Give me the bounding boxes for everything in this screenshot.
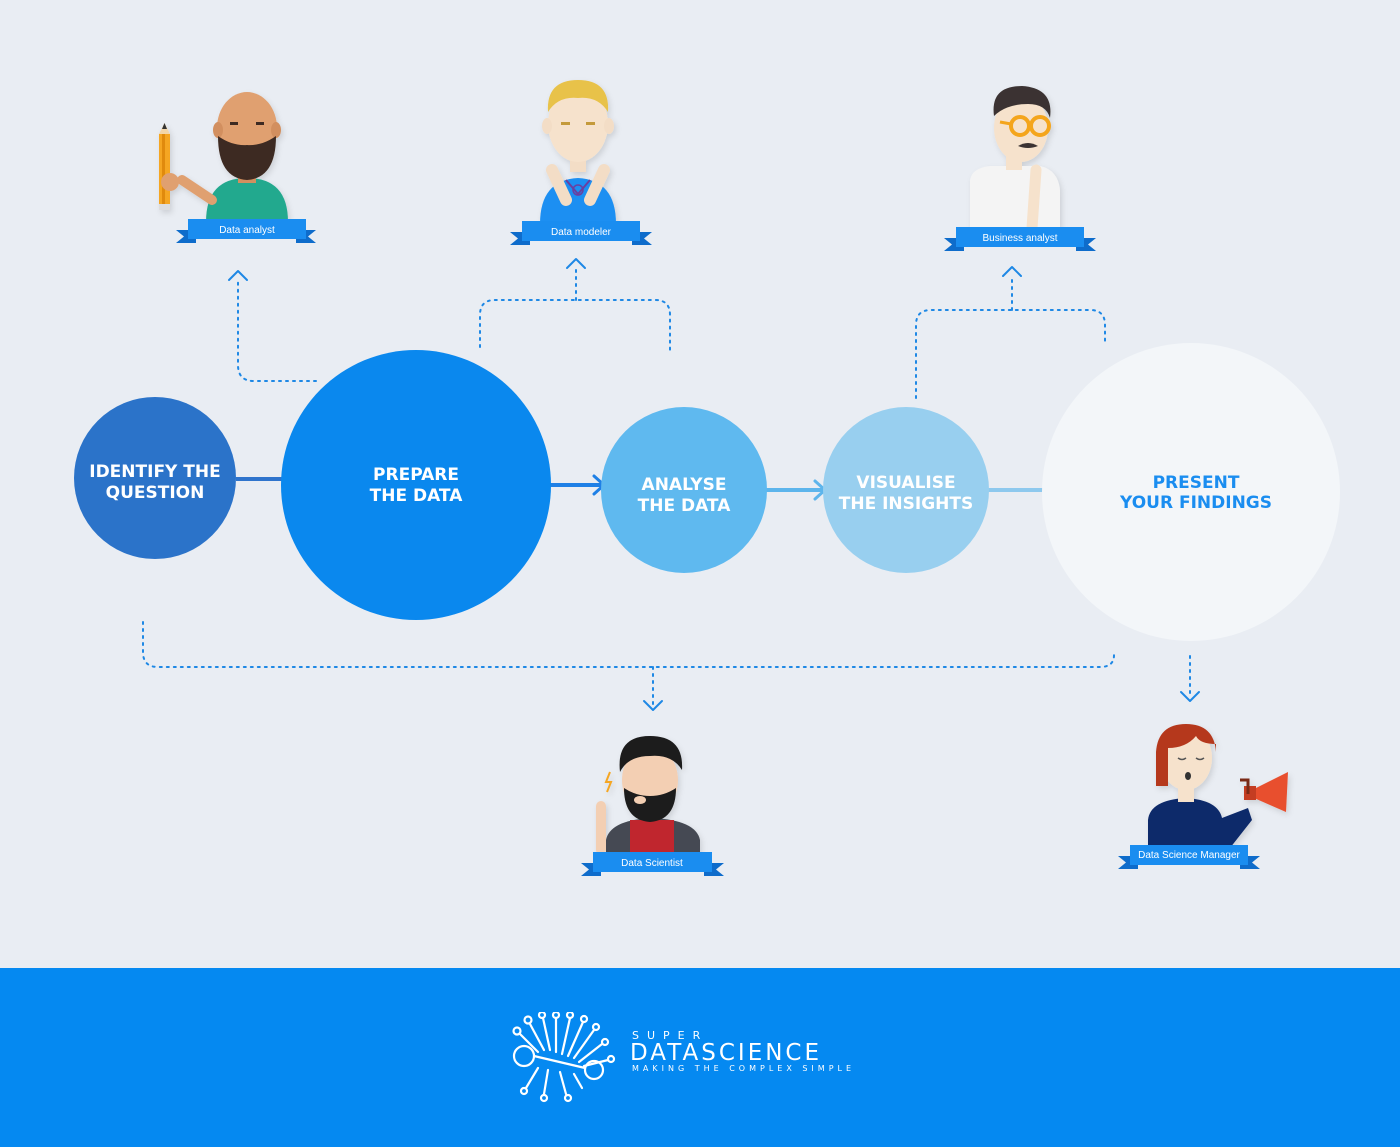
brand-name: DATASCIENCE xyxy=(630,1040,823,1066)
stage-label-line2: QUESTION xyxy=(106,483,205,503)
stage-label-line1: PRESENT xyxy=(1153,473,1240,493)
hair xyxy=(619,736,683,772)
beard xyxy=(218,136,276,180)
stage-label-line2: YOUR FINDINGS xyxy=(1119,493,1272,513)
stage-identify-question: IDENTIFY THE QUESTION xyxy=(74,397,236,559)
role-label-data-modeler: Data modeler xyxy=(551,227,612,238)
glasses-icon xyxy=(999,115,1051,137)
arrowhead-up-icon xyxy=(228,270,248,281)
stage-analyse-data: ANALYSE THE DATA xyxy=(601,407,767,573)
stage-label-line1: IDENTIFY THE xyxy=(89,462,220,482)
head xyxy=(548,86,608,162)
footer-bar xyxy=(0,968,1400,1147)
role-label-data-analyst: Data analyst xyxy=(219,225,275,236)
connector-business-analyst xyxy=(915,309,1106,399)
business-analyst-ribbon: Business analyst xyxy=(944,227,1096,251)
stage-visualise-insights: VISUALISE THE INSIGHTS xyxy=(823,407,989,573)
stage-label-line2: THE INSIGHTS xyxy=(839,494,974,514)
data-science-manager-ribbon: Data Science Manager xyxy=(1118,845,1260,869)
stage-present-findings: PRESENT YOUR FINDINGS xyxy=(1042,343,1340,641)
stage-label-line2: THE DATA xyxy=(638,496,732,516)
megaphone-icon xyxy=(1240,772,1288,812)
hair xyxy=(1156,724,1216,786)
hair xyxy=(547,80,609,112)
stage-prepare-data: PREPARE THE DATA xyxy=(281,350,551,620)
role-label-data-science-manager: Data Science Manager xyxy=(1138,850,1240,861)
data-scientist-ribbon: Data Scientist xyxy=(581,852,724,876)
connectors xyxy=(142,258,1200,711)
shirt xyxy=(970,166,1060,228)
brand-tagline: MAKING THE COMPLEX SIMPLE xyxy=(632,1064,856,1073)
data-modeler-ribbon: Data modeler xyxy=(510,221,652,245)
data-science-manager-figure xyxy=(1148,724,1288,848)
stage-label-line1: PREPARE xyxy=(373,465,459,485)
mustache xyxy=(1018,143,1038,148)
data-analyst-figure xyxy=(159,92,288,222)
role-label-business-analyst: Business analyst xyxy=(982,233,1057,244)
lightning-icon xyxy=(604,771,613,793)
arrowhead-down-icon xyxy=(1180,691,1200,702)
connector-data-analyst xyxy=(237,279,317,382)
arrowhead-down-icon xyxy=(643,700,663,711)
beard xyxy=(624,788,676,822)
data-analyst-ribbon: Data analyst xyxy=(176,219,316,243)
business-analyst-figure xyxy=(970,86,1060,234)
stage-label-line1: ANALYSE xyxy=(642,475,727,495)
stage-label-line2: THE DATA xyxy=(370,486,464,506)
arrowhead-up-icon xyxy=(566,258,586,269)
workflow-diagram: IDENTIFY THE QUESTION PREPARE THE DATA A… xyxy=(74,80,1340,876)
shirt xyxy=(206,178,288,222)
shirt xyxy=(630,820,674,856)
data-modeler-figure xyxy=(540,80,616,224)
sweater xyxy=(1148,798,1252,848)
brand-prefix: SUPER xyxy=(632,1029,709,1042)
connector-data-modeler xyxy=(479,299,671,353)
stage-label-line1: VISUALISE xyxy=(856,473,955,493)
supernova-logo-icon xyxy=(512,1012,616,1103)
connector-data-scientist xyxy=(142,621,1115,668)
data-scientist-figure xyxy=(596,736,700,856)
pencil-icon xyxy=(159,123,170,210)
hair xyxy=(993,86,1051,118)
role-label-data-scientist: Data Scientist xyxy=(621,858,683,869)
arrowhead-up-icon xyxy=(1002,266,1022,277)
